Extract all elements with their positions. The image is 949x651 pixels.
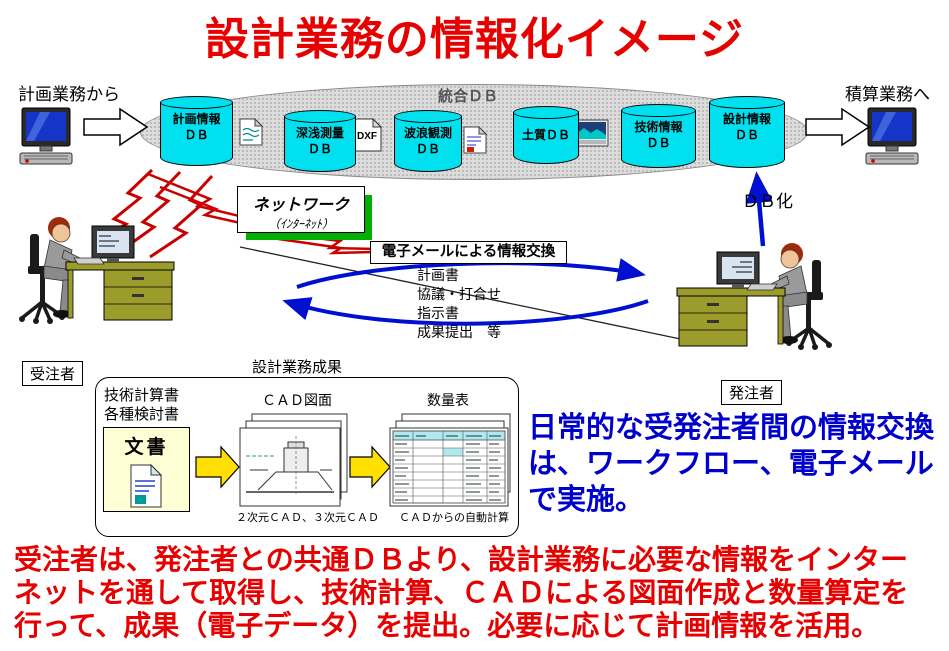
page-title: 設計業務の情報化イメージ	[204, 15, 745, 64]
contractor-person	[17, 215, 176, 326]
email-item: 協議・打合せ	[417, 286, 501, 302]
dxf-label: DXF	[357, 131, 377, 142]
email-item: 計画書	[417, 267, 459, 283]
design-results-label: 設計業務成果	[252, 359, 343, 376]
label-to-estimation: 積算業務へ	[845, 85, 930, 104]
daily-exchange-note: 日常的な受発注者間の情報交換 は、ワークフロー、電子メール で実施。	[528, 410, 948, 518]
cylinder-body	[160, 102, 233, 166]
doc-type-label: 技術計算書	[104, 387, 180, 404]
quantity-label: 数量表	[427, 392, 469, 408]
contractor-tag: 受注者	[22, 361, 84, 386]
note-line: ネットを通して取得し、技術計算、ＣＡＤによる図面作成と数量算定を	[14, 577, 909, 608]
cylinder-top	[160, 96, 233, 109]
cad-caption: ２次元ＣＡＤ、３次元ＣＡＤ	[236, 512, 379, 524]
note-line: は、ワークフロー、電子メール	[528, 448, 934, 480]
cylinder-top	[394, 110, 462, 123]
planning-computer-icon	[19, 107, 73, 165]
note-line: 行って、成果（電子データ）を提出。必要に応じて計画情報を活用。	[14, 610, 880, 641]
network-link-line	[239, 246, 691, 342]
document-icon	[130, 463, 162, 508]
document-label: 文書	[124, 437, 169, 458]
design-results-box	[95, 377, 519, 537]
email-exchange-title: 電子メールによる情報交換	[370, 241, 567, 264]
doc-type-label: 各種検討書	[104, 406, 180, 423]
label-db-ka: ＤＢ化	[742, 192, 793, 211]
note-line: 日常的な受発注者間の情報交換	[528, 412, 935, 444]
email-exchange-list: 計画書 協議・打合せ 指示書 成果提出 等	[417, 266, 501, 342]
cylinder-top	[621, 104, 696, 117]
image-file-icon	[573, 119, 609, 147]
note-line: で実施。	[528, 484, 645, 516]
client-person	[675, 241, 834, 352]
cylinder-top	[709, 96, 785, 109]
cylinder-top	[513, 106, 579, 119]
email-item: 指示書	[417, 305, 459, 321]
note-line: 受注者は、発注者との共通ＤＢより、設計業務に必要な情報をインター	[14, 544, 909, 575]
client-tag: 発注者	[721, 380, 783, 405]
email-item: 成果提出 等	[417, 324, 501, 340]
cylinder-body	[513, 112, 579, 164]
quantity-caption: ＣＡＤからの自動計算	[399, 512, 509, 524]
db-upload-arrow	[745, 171, 773, 247]
label-integrated-db: 統合ＤＢ	[438, 88, 499, 105]
email-exchange-arrows	[282, 258, 649, 326]
network-box: ネットワーク （ｲﾝﾀｰﾈｯﾄ）	[237, 186, 365, 233]
workflow-arrows	[195, 445, 391, 489]
cad-drawing	[239, 413, 348, 507]
internet-label: （ｲﾝﾀｰﾈｯﾄ）	[267, 217, 334, 231]
db-label: 土質ＤＢ	[521, 128, 570, 142]
network-label: ネットワーク	[252, 197, 349, 214]
cad-label: ＣＡＤ図面	[262, 392, 332, 408]
flow-arrows	[83, 107, 871, 147]
document-file-icon	[239, 117, 264, 146]
document-box: 文書	[103, 427, 190, 512]
quantity-table	[389, 413, 511, 507]
db-cylinder-soil: 土質ＤＢ	[513, 106, 579, 164]
cylinder-body	[394, 116, 462, 172]
cylinder-top	[284, 110, 356, 123]
estimation-computer-icon	[865, 107, 919, 165]
bottom-summary-note: 受注者は、発注者との共通ＤＢより、設計業務に必要な情報をインター ネットを通して…	[14, 543, 948, 642]
document-file-icon	[463, 125, 488, 154]
label-from-planning: 計画業務から	[18, 85, 120, 104]
